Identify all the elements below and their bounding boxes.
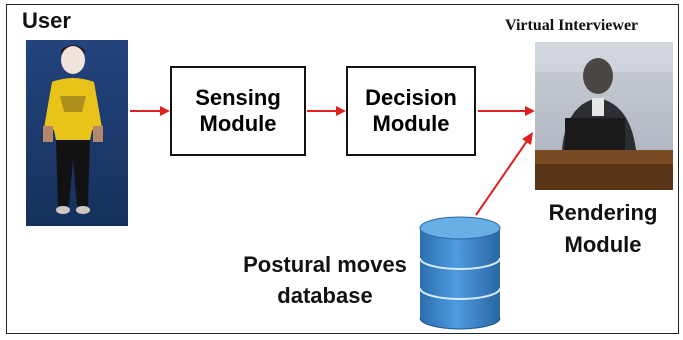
decision-module-box: Decision Module xyxy=(346,66,476,156)
flow-arrows xyxy=(130,106,535,216)
user-photo xyxy=(26,40,128,226)
arrow-database-to-rendering xyxy=(475,140,528,216)
rendering-module-line2: Module xyxy=(564,231,642,257)
database-cylinder-icon xyxy=(419,216,501,330)
sensing-module-line1: Sensing xyxy=(195,84,281,110)
sensing-module-box: Sensing Module xyxy=(170,66,306,156)
database-line2: database xyxy=(277,282,373,308)
decision-module-line1: Decision xyxy=(365,84,457,110)
sensing-module-line2: Module xyxy=(199,111,277,136)
database-line1: Postural moves xyxy=(243,252,407,277)
arrow-head xyxy=(525,106,535,116)
database-label: Postural moves database xyxy=(230,250,420,312)
arrow-head xyxy=(522,132,533,145)
rendering-module-line1: Rendering xyxy=(548,200,658,225)
user-label: User xyxy=(22,8,71,33)
virtual-interviewer-photo xyxy=(535,42,673,190)
arrow-head xyxy=(336,106,346,116)
virtual-interviewer-label: Virtual Interviewer xyxy=(505,17,639,34)
decision-module-line2: Module xyxy=(372,111,450,136)
arrow-head xyxy=(160,106,170,116)
rendering-module-label: Rendering Module xyxy=(528,197,678,261)
